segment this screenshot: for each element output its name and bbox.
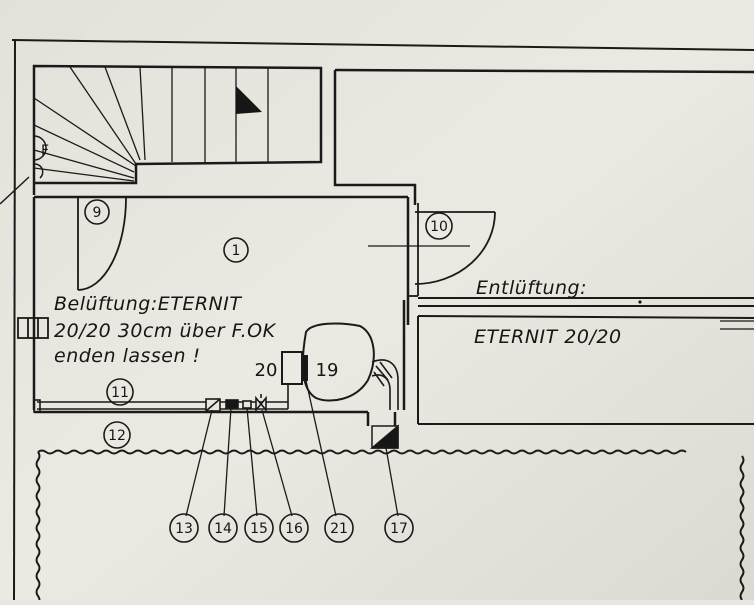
note-belueftung-line1: Belüftung:ETERNIT (54, 293, 242, 315)
note-belueftung-line3: enden lassen ! (54, 345, 201, 367)
callout-12-circle (103, 421, 131, 449)
callout-19: 19 (316, 360, 339, 381)
callout-1-circle (223, 237, 249, 263)
callout-12: 12 (108, 428, 126, 444)
pipe-line (33, 384, 289, 413)
callout-17: 17 (390, 521, 408, 537)
callout-10: 10 (430, 219, 448, 235)
intake-box (17, 317, 49, 339)
stair-direction-arrow (236, 86, 262, 114)
callout-circles (84, 199, 453, 543)
flue-pipe (371, 359, 399, 410)
dot-mark (638, 300, 642, 304)
callout-15: 15 (250, 521, 268, 537)
callout-14-circle (208, 513, 238, 543)
callout-10-circle (425, 212, 453, 240)
callout-13-circle (169, 513, 199, 543)
callout-16: 16 (285, 521, 303, 537)
f-window-marker (0, 135, 47, 205)
callout-1: 1 (232, 243, 241, 259)
callout-11-circle (106, 378, 134, 406)
callout-16-circle (279, 513, 309, 543)
callout-14: 14 (214, 521, 232, 537)
callout-9: 9 (93, 205, 102, 221)
door-10-swing (407, 203, 496, 297)
lower-room (35, 449, 745, 605)
boiler-19 (301, 322, 375, 402)
ventilation-duct (417, 297, 754, 425)
callout-21: 21 (330, 521, 348, 537)
note-eternit: ETERNIT 20/20 (474, 326, 622, 348)
callout-17-circle (384, 513, 414, 543)
staircase (32, 64, 323, 195)
callout-11: 11 (111, 385, 129, 401)
label-f: F (41, 143, 49, 159)
callout-13: 13 (175, 521, 193, 537)
door-9-swing (77, 196, 127, 291)
upper-right-room (333, 68, 754, 205)
leader-lines (185, 245, 470, 517)
note-belueftung-line2: 20/20 30cm über F.OK (54, 320, 277, 342)
callout-15-circle (244, 513, 274, 543)
callout-9-circle (84, 199, 110, 225)
sheet-border (11, 39, 754, 601)
cleanout-17 (369, 424, 399, 449)
callout-20: 20 (255, 360, 278, 381)
note-entlueftung: Entlüftung: (476, 277, 587, 299)
callout-21-circle (324, 513, 354, 543)
unit-20 (281, 351, 308, 385)
